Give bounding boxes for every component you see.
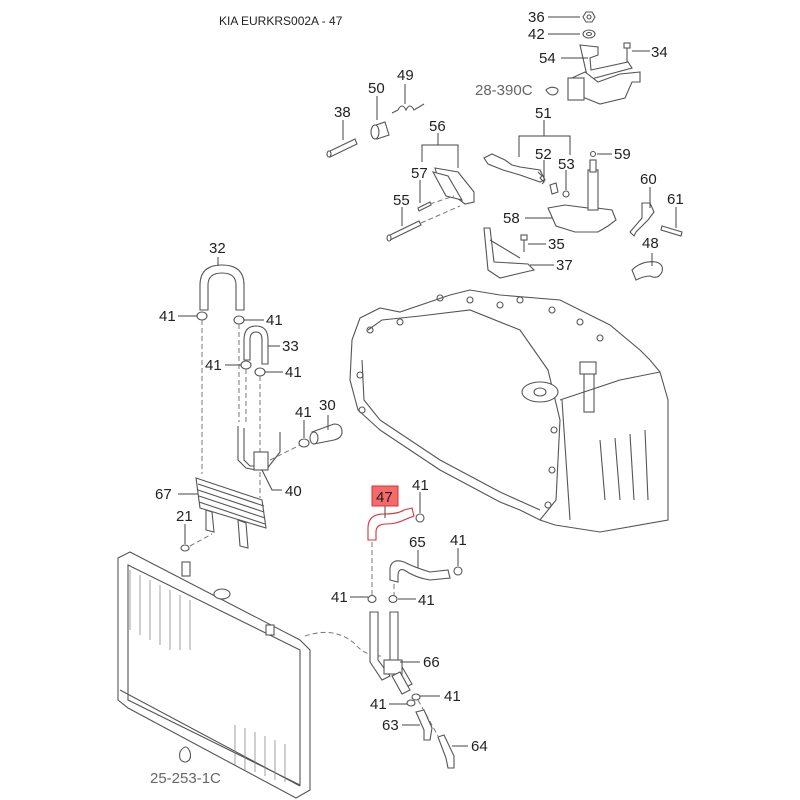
part-48-hose[interactable] [631, 261, 663, 281]
callout-21[interactable]: 21 [176, 508, 193, 525]
part-67-oil-cooler[interactable] [195, 477, 267, 549]
callout-60[interactable]: 60 [640, 171, 657, 188]
diagram-title: KIA EURKRS002A - 47 [219, 14, 343, 28]
callout-41[interactable]: 41 [412, 477, 429, 494]
callout-41[interactable]: 41 [159, 308, 176, 325]
part-35-bolt[interactable] [520, 234, 528, 252]
part-50-bushing[interactable] [370, 121, 390, 140]
callout-41[interactable]: 41 [370, 696, 387, 713]
callout-32[interactable]: 32 [209, 240, 226, 257]
callout-56[interactable]: 56 [429, 118, 446, 135]
reference-pointer-icon [179, 746, 192, 763]
reference-label-28-390c[interactable]: 28-390C [475, 82, 533, 99]
part-60-lever[interactable] [629, 202, 655, 237]
callout-35[interactable]: 35 [548, 236, 565, 253]
callout-30[interactable]: 30 [319, 397, 336, 414]
part-38-pin[interactable] [326, 138, 358, 158]
clamp-41-a[interactable] [196, 311, 208, 321]
callout-41[interactable]: 41 [444, 688, 461, 705]
part-54-bracket[interactable] [567, 44, 641, 105]
part-55-shaft[interactable] [386, 220, 422, 242]
part-51-shift-rod[interactable] [483, 153, 546, 185]
callout-34[interactable]: 34 [651, 44, 668, 61]
part-57-pin[interactable] [417, 201, 432, 212]
callout-53[interactable]: 53 [558, 156, 575, 173]
callout-36[interactable]: 36 [528, 9, 545, 26]
part-63-pipe[interactable] [415, 709, 433, 741]
clamp-41-j[interactable] [406, 699, 416, 707]
part-47-hose[interactable] [367, 507, 415, 541]
part-32-hose[interactable] [199, 264, 245, 311]
part-30-connector[interactable] [309, 423, 343, 445]
callout-48[interactable]: 48 [642, 235, 659, 252]
clamp-41-k[interactable] [411, 693, 421, 701]
part-53-nut[interactable] [562, 190, 570, 198]
clamp-41-c[interactable] [240, 360, 252, 370]
callout-66[interactable]: 66 [423, 654, 440, 671]
callout-38[interactable]: 38 [334, 104, 351, 121]
clamp-41-i[interactable] [388, 594, 398, 604]
part-64-pipe[interactable] [437, 734, 455, 769]
clamp-41-e[interactable] [298, 438, 310, 448]
part-59-ring[interactable] [589, 150, 597, 158]
dash-guide [269, 444, 301, 461]
radiator[interactable] [117, 551, 311, 799]
dash-guide [429, 195, 455, 205]
highlighted-part-box [371, 485, 399, 507]
callout-47[interactable]: 47 [376, 489, 393, 506]
callout-54[interactable]: 54 [539, 50, 556, 67]
part-33-hose[interactable] [243, 325, 269, 365]
callout-63[interactable]: 63 [382, 717, 399, 734]
callout-57[interactable]: 57 [411, 165, 428, 182]
clamp-41-f[interactable] [415, 513, 425, 523]
dash-guide [189, 533, 213, 547]
callout-51[interactable]: 51 [535, 105, 552, 122]
callout-33[interactable]: 33 [282, 338, 299, 355]
clamp-41-d[interactable] [254, 367, 266, 377]
part-61-pin[interactable] [660, 225, 683, 237]
part-21-bolt[interactable] [180, 544, 190, 552]
dash-guide [420, 205, 461, 224]
callout-65[interactable]: 65 [409, 534, 426, 551]
clamp-41-b[interactable] [233, 315, 245, 325]
callout-42[interactable]: 42 [528, 26, 545, 43]
callout-41[interactable]: 41 [331, 589, 348, 606]
callout-41[interactable]: 41 [266, 312, 283, 329]
clamp-41-h[interactable] [367, 594, 377, 604]
callout-41[interactable]: 41 [418, 592, 435, 609]
callout-40[interactable]: 40 [285, 483, 302, 500]
part-56-bracket[interactable] [431, 167, 475, 205]
callout-49[interactable]: 49 [397, 67, 414, 84]
transmission-case[interactable] [349, 289, 669, 533]
part-40-pipe-assembly[interactable] [237, 426, 281, 471]
part-37-bracket[interactable] [483, 227, 536, 279]
callout-67[interactable]: 67 [155, 486, 172, 503]
callout-61[interactable]: 61 [667, 191, 684, 208]
part-49-spring[interactable] [391, 103, 425, 114]
part-36-nut[interactable] [582, 11, 596, 23]
part-42-washer[interactable] [582, 29, 596, 39]
callout-41[interactable]: 41 [205, 357, 222, 374]
callout-64[interactable]: 64 [471, 738, 488, 755]
reference-label-25-253-1c[interactable]: 25-253-1C [150, 770, 221, 787]
part-34-bolt[interactable] [623, 42, 631, 62]
callout-58[interactable]: 58 [503, 210, 520, 227]
leader-lines [178, 16, 677, 747]
part-66-pipe-assembly[interactable] [369, 611, 413, 695]
callout-41[interactable]: 41 [295, 404, 312, 421]
callout-55[interactable]: 55 [393, 192, 410, 209]
callout-50[interactable]: 50 [368, 80, 385, 97]
callout-59[interactable]: 59 [614, 146, 631, 163]
callout-52[interactable]: 52 [535, 146, 552, 163]
part-58-plate[interactable] [547, 159, 617, 233]
callout-37[interactable]: 37 [556, 257, 573, 274]
clamp-41-g[interactable] [453, 566, 463, 576]
part-52-clip[interactable] [549, 182, 559, 195]
reference-pointer-icon [545, 86, 559, 96]
callout-41[interactable]: 41 [285, 364, 302, 381]
callout-41[interactable]: 41 [450, 532, 467, 549]
part-65-hose[interactable] [389, 560, 451, 583]
